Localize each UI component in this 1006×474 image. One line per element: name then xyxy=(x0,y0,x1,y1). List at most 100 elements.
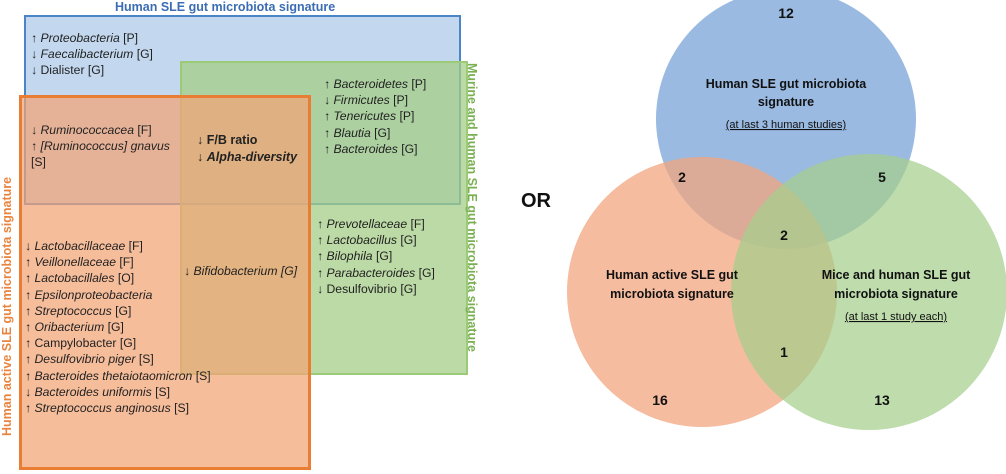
venn-left-title-line1: Human active SLE gut xyxy=(606,268,739,282)
top-right-taxa-list: ↑ Bacteroidetes [P]↓ Firmicutes [P]↑ Ten… xyxy=(324,76,426,157)
taxon-rank: [F] xyxy=(410,217,425,231)
taxon-row: ↑ Bacteroides [G] xyxy=(324,141,426,157)
taxon-name: Oribacterium xyxy=(34,320,105,335)
arrow-glyph: ↑ xyxy=(25,336,32,351)
taxon-rank: [P] xyxy=(123,31,139,45)
taxon-name: Dialister xyxy=(40,63,85,78)
top-left-taxa-list: ↓ Ruminococcacea [F]↑ [Ruminococcus] gna… xyxy=(31,122,170,171)
arrow-glyph: ↓ xyxy=(184,264,191,278)
taxon-row: ↑ Tenericutes [P] xyxy=(324,108,426,124)
venn-right-subtitle: (at last 1 study each) xyxy=(845,311,947,323)
venn-diagram: 12 Human SLE gut microbiota signature (a… xyxy=(567,0,1006,430)
taxon-name: Lactobacillus xyxy=(326,233,397,248)
arrow-glyph: ↓ xyxy=(31,63,38,78)
venn-top-left-count: 2 xyxy=(678,169,686,185)
arrow-glyph: ↓ xyxy=(197,133,204,147)
taxon-name: Streptococcus xyxy=(34,303,112,318)
human-active-sle-box-title: Human active SLE gut microbiota signatur… xyxy=(0,176,14,436)
taxon-rank: [F] xyxy=(128,239,143,253)
or-label: OR xyxy=(521,190,551,212)
taxon-rank: [G] xyxy=(375,249,393,264)
right-only-taxa-list: ↑ Prevotellaceae [F]↑ Lactobacillus [G]↑… xyxy=(317,216,435,297)
arrow-glyph: ↑ xyxy=(324,125,331,140)
venn-top-subtitle: (at last 3 human studies) xyxy=(726,119,846,131)
arrow-glyph: ↑ xyxy=(25,271,32,286)
arrow-glyph: ↓ xyxy=(197,150,204,164)
taxon-rank: [S] xyxy=(174,401,189,416)
venn-left-count: 16 xyxy=(652,392,668,408)
taxon-rank: [P] xyxy=(411,77,427,91)
taxon-rank: [G] xyxy=(119,336,137,351)
arrow-glyph: ↑ xyxy=(317,249,324,264)
taxon-rank: [G] xyxy=(418,265,435,280)
taxon-row: [S] xyxy=(31,154,170,170)
taxon-row: ↓ Faecalibacterium [G] xyxy=(31,46,153,62)
taxon-name: Tenericutes xyxy=(333,109,397,124)
taxon-row: ↑ Proteobacteria [P] xyxy=(31,30,153,46)
taxon-rank: [F] xyxy=(119,255,134,270)
arrow-glyph: ↑ xyxy=(25,352,32,367)
taxon-rank: [G] xyxy=(115,303,132,318)
taxon-row: ↓ Firmicutes [P] xyxy=(324,92,426,108)
taxon-rank: [P] xyxy=(393,93,408,108)
taxon-row: ↑ [Ruminococcus] gnavus xyxy=(31,138,170,154)
taxon-row: ↑ Lactobacillales [O] xyxy=(25,270,211,286)
arrow-glyph: ↓ xyxy=(324,93,331,108)
taxon-row: ↑ Bacteroides thetaiotaomicron [S] xyxy=(25,368,211,384)
taxon-name: Prevotellaceae xyxy=(326,217,408,231)
taxon-name: Bacteroidetes xyxy=(333,77,409,91)
arrow-glyph: ↓ xyxy=(31,47,38,62)
taxon-name: Faecalibacterium xyxy=(40,47,134,62)
taxon-name: Bacteroides xyxy=(333,141,398,156)
arrow-glyph: ↑ xyxy=(324,109,331,124)
arrow-glyph: ↑ xyxy=(31,139,38,154)
taxon-row: ↑ Bacteroidetes [P] xyxy=(324,76,426,92)
venn-circle-mice-human-sle xyxy=(731,154,1006,430)
arrow-glyph: ↑ xyxy=(25,320,32,335)
taxon-row: ↑ Prevotellaceae [F] xyxy=(317,216,435,232)
venn-top-right-count: 5 xyxy=(878,169,886,185)
taxon-name: Firmicutes xyxy=(333,93,390,108)
venn-right-count: 13 xyxy=(874,392,890,408)
taxon-name: Campylobacter xyxy=(34,336,117,351)
arrow-glyph: ↑ xyxy=(25,255,32,270)
taxon-name: Bilophila xyxy=(326,249,373,264)
taxon-name: [Ruminococcus] gnavus xyxy=(40,139,170,154)
venn-top-count: 12 xyxy=(778,5,794,21)
taxon-rank: [F] xyxy=(137,123,152,137)
taxon-name: Parabacteroides xyxy=(326,265,416,280)
arrow-glyph: ↑ xyxy=(317,233,324,248)
taxon-rank: [G] xyxy=(400,233,417,248)
left-only-taxa-list: ↓ Lactobacillaceae [F]↑ Veillonellaceae … xyxy=(25,238,211,416)
venn-center-count: 2 xyxy=(780,227,788,243)
arrow-glyph: ↑ xyxy=(25,287,32,302)
venn-right-title-line1: Mice and human SLE gut xyxy=(822,268,971,282)
taxon-row: ↓ Bacteroides uniformis [S] xyxy=(25,384,211,400)
taxon-row: ↑ Epsilonproteobacteria xyxy=(25,287,211,303)
taxon-rank: [S] xyxy=(31,155,46,170)
taxon-row: ↑ Streptococcus [G] xyxy=(25,303,211,319)
taxon-row: ↑ Streptococcus anginosus [S] xyxy=(25,400,211,416)
arrow-glyph: ↑ xyxy=(324,77,331,91)
taxon-name: Bacteroides thetaiotaomicron xyxy=(34,368,193,383)
taxon-row: ↓ Dialister [G] xyxy=(31,62,153,78)
taxon-row: ↑ Lactobacillus [G] xyxy=(317,232,435,248)
taxon-name: Lactobacillales xyxy=(34,271,115,286)
human-sle-box-title: Human SLE gut microbiota signature xyxy=(115,0,336,14)
taxon-name: Epsilonproteobacteria xyxy=(34,287,153,302)
arrow-glyph: ↑ xyxy=(324,141,331,156)
arrow-glyph: ↓ xyxy=(317,281,324,296)
left-right-taxa-list: ↓ Bifidobacterium [G] xyxy=(184,263,297,279)
taxon-name: Ruminococcacea xyxy=(40,123,134,137)
center-all-taxa-list: ↓ F/B ratio↓ Alpha-diversity xyxy=(197,132,297,166)
taxon-name: Desulfovibrio xyxy=(326,281,397,296)
murine-human-sle-box-title: Murine and human SLE gut microbiota sign… xyxy=(465,63,479,352)
taxon-name: Streptococcus anginosus xyxy=(34,401,171,416)
taxon-name: Blautia xyxy=(333,125,371,140)
taxon-rank: [P] xyxy=(399,109,415,124)
human-active-sle-box xyxy=(19,95,311,470)
taxon-name: Bacteroides uniformis xyxy=(34,384,152,399)
taxon-rank: [G] xyxy=(87,63,105,78)
taxon-rank: [G] xyxy=(401,141,418,156)
taxon-row: ↑ Veillonellaceae [F] xyxy=(25,254,211,270)
